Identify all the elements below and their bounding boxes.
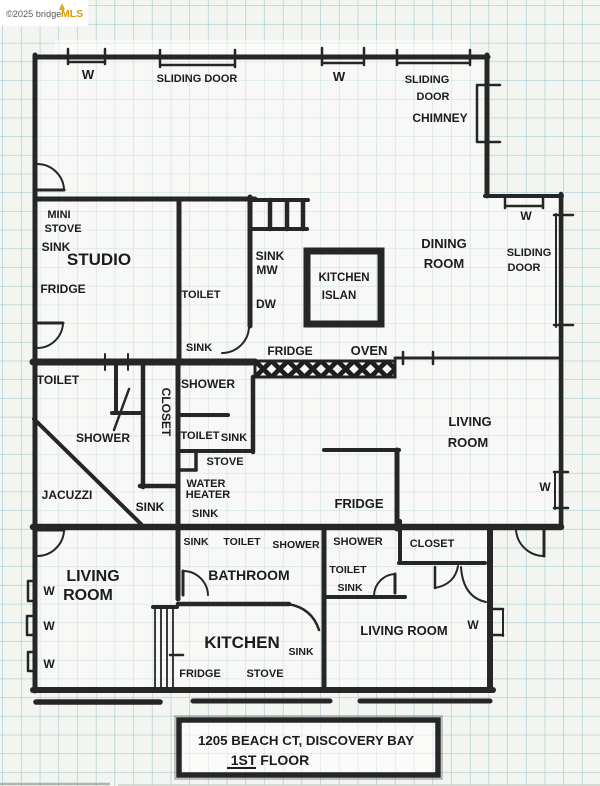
svg-text:MINI: MINI: [47, 209, 70, 221]
svg-text:CHIMNEY: CHIMNEY: [412, 111, 467, 125]
svg-text:DOOR: DOOR: [417, 91, 450, 103]
svg-text:SLIDING DOOR: SLIDING DOOR: [157, 73, 238, 85]
svg-text:STOVE: STOVE: [206, 456, 243, 468]
svg-text:MW: MW: [256, 263, 278, 277]
svg-text:W: W: [43, 619, 55, 633]
svg-text:SINK: SINK: [136, 500, 165, 514]
svg-text:SHOWER: SHOWER: [272, 539, 320, 551]
svg-text:SLIDING: SLIDING: [507, 247, 552, 259]
svg-text:SINK: SINK: [337, 582, 363, 594]
svg-text:ISLAN: ISLAN: [322, 290, 357, 302]
svg-text:DINING: DINING: [421, 236, 467, 251]
svg-text:SINK: SINK: [221, 432, 247, 444]
svg-text:W: W: [82, 67, 95, 82]
svg-text:SINK: SINK: [186, 342, 212, 354]
svg-text:KITCHEN: KITCHEN: [204, 633, 280, 652]
svg-text:HEATER: HEATER: [186, 489, 230, 501]
svg-text:ROOM: ROOM: [63, 587, 113, 604]
svg-text:STOVE: STOVE: [246, 668, 283, 680]
svg-text:OVEN: OVEN: [351, 343, 388, 358]
svg-text:FRIDGE: FRIDGE: [40, 282, 85, 296]
svg-text:BATHROOM: BATHROOM: [208, 567, 289, 583]
svg-text:ROOM: ROOM: [424, 256, 464, 271]
svg-text:ROOM: ROOM: [448, 435, 488, 450]
svg-text:JACUZZI: JACUZZI: [42, 488, 93, 502]
svg-text:LIVING: LIVING: [448, 414, 491, 429]
svg-text:SINK: SINK: [183, 536, 209, 548]
svg-text:LIVING ROOM: LIVING ROOM: [360, 623, 447, 638]
svg-text:W: W: [43, 657, 55, 671]
svg-text:MLS: MLS: [61, 8, 83, 20]
svg-text:SINK: SINK: [256, 249, 285, 263]
svg-text:SHOWER: SHOWER: [181, 377, 235, 391]
svg-text:DW: DW: [256, 297, 277, 311]
svg-text:W: W: [467, 618, 479, 632]
svg-text:CLOSET: CLOSET: [410, 538, 455, 550]
svg-text:TOILET: TOILET: [181, 430, 220, 442]
svg-text:W: W: [333, 69, 346, 84]
svg-text:DOOR: DOOR: [508, 262, 541, 274]
svg-text:FRIDGE: FRIDGE: [334, 496, 383, 511]
svg-text:WATER: WATER: [187, 478, 226, 490]
svg-text:FRIDGE: FRIDGE: [267, 344, 312, 358]
svg-text:TOILET: TOILET: [223, 536, 261, 548]
svg-text:CLOSET: CLOSET: [159, 388, 173, 437]
svg-text:TOILET: TOILET: [329, 564, 367, 576]
svg-text:W: W: [43, 584, 55, 598]
svg-text:STUDIO: STUDIO: [67, 250, 131, 269]
svg-text:SHOWER: SHOWER: [333, 536, 383, 548]
svg-text:LIVING: LIVING: [66, 568, 119, 585]
svg-text:W: W: [520, 209, 532, 223]
svg-text:FRIDGE: FRIDGE: [179, 668, 221, 680]
svg-text:1ST FLOOR: 1ST FLOOR: [231, 752, 310, 768]
svg-text:TOILET: TOILET: [37, 373, 80, 387]
svg-text:SINK: SINK: [42, 240, 71, 254]
svg-text:SINK: SINK: [288, 646, 314, 658]
svg-text:STOVE: STOVE: [44, 223, 81, 235]
svg-text:TOILET: TOILET: [182, 289, 221, 301]
svg-text:SLIDING: SLIDING: [405, 74, 450, 86]
svg-text:SHOWER: SHOWER: [76, 431, 130, 445]
svg-text:1205 BEACH CT, DISCOVERY BAY: 1205 BEACH CT, DISCOVERY BAY: [198, 733, 414, 748]
svg-text:W: W: [539, 480, 551, 494]
svg-text:©2025 bridge: ©2025 bridge: [6, 9, 61, 19]
svg-text:KITCHEN: KITCHEN: [318, 272, 369, 284]
svg-text:SINK: SINK: [192, 508, 218, 520]
